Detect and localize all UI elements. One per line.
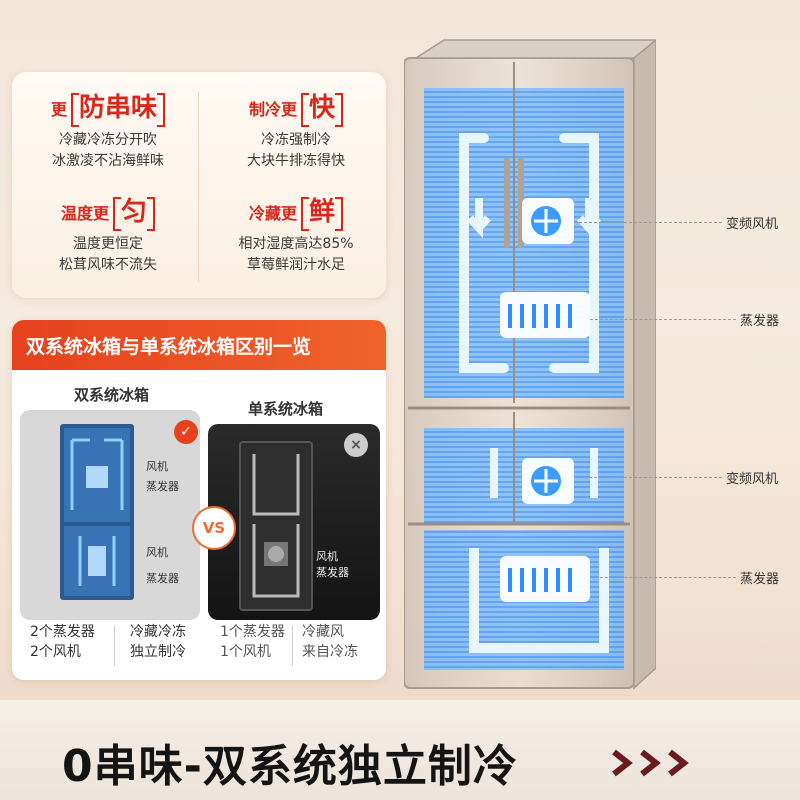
feature-line: 冷冻强制冷 <box>261 132 331 148</box>
feature-card: 更 防串味 冷藏冷冻分开吹 冰激凌不沾海鲜味 制冷更 快 冷冻强制冷 大块牛排冻… <box>12 72 386 298</box>
callout-line <box>590 319 736 320</box>
check-icon: ✓ <box>174 420 198 444</box>
vs-badge: VS <box>192 506 236 550</box>
feature-line: 冰激凌不沾海鲜味 <box>52 153 164 169</box>
dual-evap-label-top: 蒸发器 <box>146 480 179 493</box>
feature-line: 相对湿度高达85% <box>238 236 354 252</box>
feature-anti-odor: 更 防串味 冷藏冷冻分开吹 冰激凌不沾海鲜味 <box>18 86 198 172</box>
dual-note-right: 冷藏冷冻 独立制冷 <box>130 624 186 660</box>
callout-line <box>574 222 722 223</box>
dual-fan-label-bottom: 风机 <box>146 546 168 559</box>
single-system-label: 单系统冰箱 <box>248 400 324 418</box>
feature-highlight: 匀 <box>113 194 156 231</box>
dual-system-label: 双系统冰箱 <box>74 386 150 404</box>
feature-prefix: 制冷更 <box>248 100 297 119</box>
fan-bottom-label: 变频风机 <box>726 472 779 487</box>
single-note-right: 冷藏风 来自冷冻 <box>302 624 358 660</box>
single-note-left: 1个蒸发器 1个风机 <box>220 624 285 660</box>
feature-highlight: 防串味 <box>71 90 166 127</box>
feature-line: 草莓鲜润汁水足 <box>247 257 345 273</box>
dual-fridge-illustration <box>60 424 134 600</box>
feature-prefix: 更 <box>50 100 67 119</box>
feature-fresh: 冷藏更 鲜 相对湿度高达85% 草莓鲜润汁水足 <box>206 190 386 276</box>
bottom-banner <box>0 700 800 800</box>
feature-fast-cooling: 制冷更 快 冷冻强制冷 大块牛排冻得快 <box>206 86 386 172</box>
evaporator-top-label: 蒸发器 <box>740 314 780 329</box>
evaporator-bottom-label: 蒸发器 <box>740 572 780 587</box>
fan-top-label: 变频风机 <box>726 217 779 232</box>
dual-fan-label-top: 风机 <box>146 460 168 473</box>
feature-highlight: 快 <box>301 90 344 127</box>
single-fridge-illustration <box>239 441 313 611</box>
feature-divider <box>198 92 199 282</box>
feature-even-temp: 温度更 匀 温度更恒定 松茸风味不流失 <box>18 190 198 276</box>
fridge-illustration <box>403 38 659 692</box>
close-icon: × <box>344 433 368 457</box>
feature-prefix: 温度更 <box>60 204 109 223</box>
feature-line: 松茸风味不流失 <box>59 257 157 273</box>
comparison-title: 双系统冰箱与单系统冰箱区别一览 <box>12 320 386 370</box>
feature-prefix: 冷藏更 <box>248 204 297 223</box>
note-divider <box>114 626 115 666</box>
banner-title: 0串味-双系统独立制冷 <box>62 741 518 792</box>
callout-line <box>590 577 736 578</box>
dual-evap-label-bottom: 蒸发器 <box>146 572 179 585</box>
note-divider <box>292 626 293 666</box>
callout-line <box>574 477 722 478</box>
dual-system-diagram <box>20 410 200 620</box>
feature-line: 冷藏冷冻分开吹 <box>59 132 157 148</box>
single-system-diagram <box>208 424 380 620</box>
feature-line: 温度更恒定 <box>73 236 143 252</box>
single-fan-label: 风机 <box>316 550 338 563</box>
single-evap-label: 蒸发器 <box>316 566 349 579</box>
chevron-right-icon <box>612 749 689 777</box>
dual-note-left: 2个蒸发器 2个风机 <box>30 624 95 660</box>
feature-highlight: 鲜 <box>301 194 344 231</box>
comparison-card: 双系统冰箱与单系统冰箱区别一览 双系统冰箱 单系统冰箱 风机 蒸发器 风机 蒸发… <box>12 320 386 680</box>
feature-line: 大块牛排冻得快 <box>247 153 345 169</box>
